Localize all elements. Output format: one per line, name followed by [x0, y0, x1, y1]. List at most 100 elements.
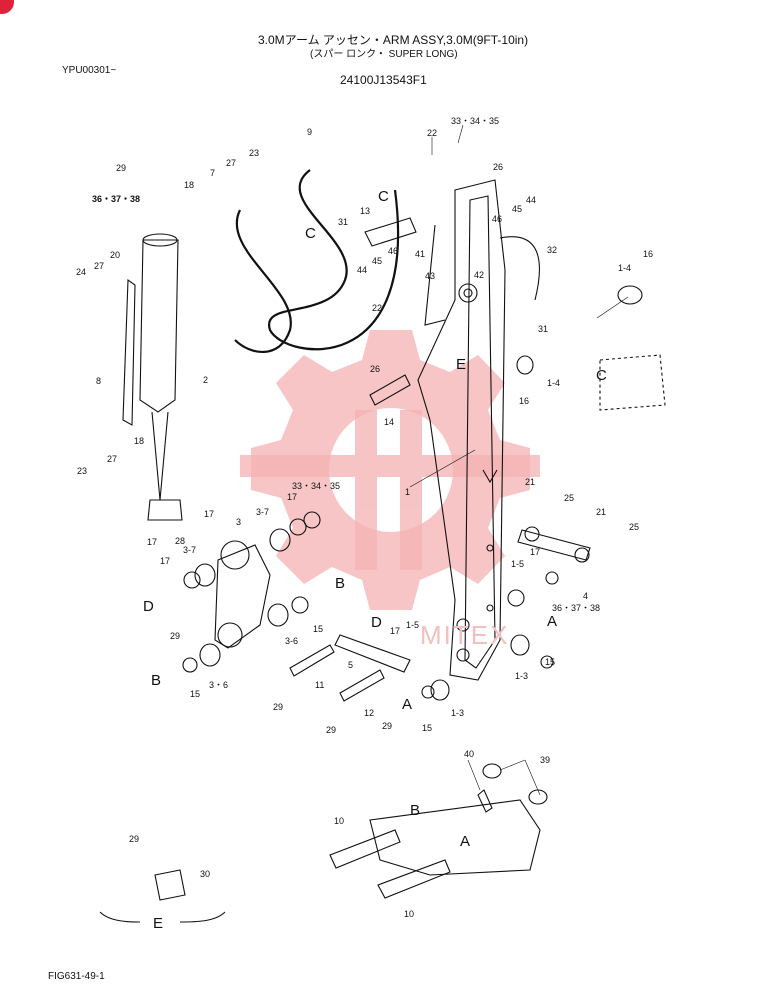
callout: 22	[427, 128, 438, 138]
callout: 16	[643, 249, 654, 259]
callout: 3	[236, 517, 242, 527]
callout: 14	[384, 417, 395, 427]
callout: 5	[348, 660, 354, 670]
callout: 17	[147, 537, 158, 547]
callout: 42	[474, 270, 485, 280]
page-title: 3.0Mアーム アッセン・ARM ASSY,3.0M(9FT-10in)	[258, 33, 529, 47]
callout: 46	[388, 246, 399, 256]
callout-letter: B	[151, 672, 162, 689]
callout: 31	[338, 217, 349, 227]
callout: 31	[538, 324, 549, 334]
callout: 29	[170, 631, 181, 641]
pin-40	[477, 789, 493, 813]
callout: 36・37・38	[92, 194, 141, 204]
callout: 1-3	[451, 708, 465, 718]
callout: 4	[583, 591, 589, 601]
callout-letter: A	[547, 613, 558, 630]
callout-letter: B	[410, 802, 421, 819]
callout: 3-7	[256, 507, 270, 517]
bucket-link-frame	[369, 799, 541, 876]
arm-boss-top	[458, 283, 478, 303]
callout: 33・34・35	[292, 481, 341, 491]
callout: 13	[360, 206, 371, 216]
callout-letter: E	[456, 356, 467, 373]
callout-letter: A	[460, 833, 471, 850]
callout: 15	[190, 689, 201, 699]
detail-e-block	[154, 869, 186, 901]
callout: 12	[364, 708, 375, 718]
callout-letter: D	[143, 598, 154, 615]
detail-e-bracket	[99, 911, 226, 923]
ring-17c	[303, 511, 321, 529]
bushing-1-3a	[510, 634, 530, 656]
callout: 23	[77, 466, 88, 476]
arm-body-inner	[464, 195, 496, 669]
bushing-3-7a	[194, 563, 216, 587]
callout-letter: C	[305, 225, 316, 242]
callout: 26	[493, 162, 504, 172]
callout: 25	[629, 522, 640, 532]
callout: 17	[160, 556, 171, 566]
callout: 10	[334, 816, 345, 826]
bushing-3-6a	[199, 643, 221, 667]
callout: 29	[273, 702, 284, 712]
callout: 27	[226, 158, 237, 168]
watermark-text: MITEX	[420, 620, 510, 650]
bushing-3-7b	[269, 528, 291, 552]
callout: 43	[425, 271, 436, 281]
callout: 27	[107, 454, 118, 464]
callout: 1-3	[515, 671, 529, 681]
callout: 10	[404, 909, 415, 919]
cylinder-rod	[151, 411, 169, 501]
callout: 23	[249, 148, 260, 158]
serial-range: YPU00301~	[62, 65, 117, 76]
watermark-logo-arms	[240, 410, 540, 570]
callout: 36・37・38	[552, 603, 601, 613]
callout: 15	[313, 624, 324, 634]
pin-12	[339, 669, 385, 702]
callout: 45	[512, 204, 523, 214]
bushing-1-3b	[430, 679, 450, 701]
callout: 8	[96, 376, 102, 386]
callout: 29	[326, 725, 337, 735]
pipe-32	[499, 236, 540, 301]
callout: 44	[357, 265, 368, 275]
callout: 26	[370, 364, 381, 374]
callout: 20	[110, 250, 121, 260]
pipe-13	[364, 217, 417, 247]
callout-letter: D	[371, 614, 382, 631]
cylinder-body	[139, 239, 179, 413]
callout: 28	[175, 536, 186, 546]
callout: 21	[525, 477, 536, 487]
callout: 46	[492, 214, 503, 224]
callout-letter: A	[402, 696, 413, 713]
callout: 29	[116, 163, 127, 173]
callout: 32	[547, 245, 558, 255]
hose-c	[234, 209, 292, 353]
callout: 30	[200, 869, 211, 879]
arm-notch	[482, 469, 498, 484]
callout: 17	[530, 547, 541, 557]
callout: 17	[390, 626, 401, 636]
figure-id: FIG631-49-1	[48, 971, 105, 982]
pipe-41-42	[424, 224, 446, 326]
ring-17b	[289, 518, 307, 536]
callout: 18	[184, 180, 195, 190]
ring-15a	[182, 657, 198, 673]
callout: 1-4	[618, 263, 632, 273]
callout: 3・6	[209, 680, 229, 690]
callout: 24	[76, 267, 87, 277]
ring-39a	[482, 763, 502, 779]
callout: 11	[315, 680, 325, 690]
ring-17a	[183, 571, 201, 589]
callout: 17	[204, 509, 215, 519]
callout: 15	[422, 723, 433, 733]
callout-letter: C	[596, 367, 607, 384]
callout: 33・34・35	[451, 116, 500, 126]
page-subtitle: (スパー ロンク・ SUPER LONG)	[310, 49, 458, 60]
arm-body	[417, 179, 506, 681]
bushing-16b	[516, 355, 534, 375]
pin-10b	[377, 859, 451, 899]
hose-9	[267, 169, 400, 351]
